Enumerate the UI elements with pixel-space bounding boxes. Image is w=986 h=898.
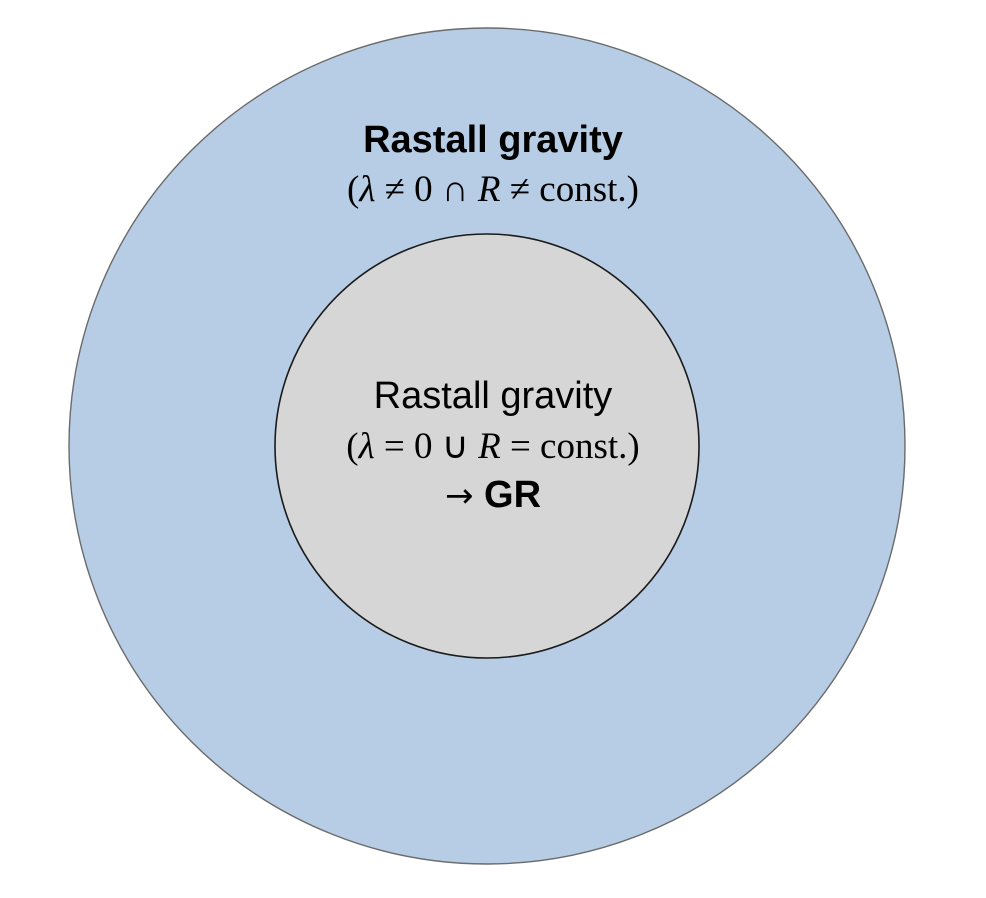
- outer-condition-op1: ≠ 0 ∩: [375, 169, 478, 210]
- outer-region-condition: (λ ≠ 0 ∩ R ≠ const.): [0, 168, 986, 211]
- inner-region-title: Rastall gravity: [373, 375, 613, 417]
- gr-label: GR: [484, 474, 542, 516]
- inner-condition-lambda: λ: [358, 426, 375, 467]
- inner-condition-op1: = 0 ∪: [374, 426, 479, 467]
- outer-condition-r: R: [477, 169, 501, 210]
- outer-condition-open: (: [347, 169, 360, 210]
- inner-condition-op2: = const.): [500, 426, 640, 467]
- outer-condition-op2: ≠ const.): [500, 169, 639, 210]
- inner-region-condition: (λ = 0 ∪ R = const.): [0, 424, 986, 468]
- right-arrow-icon: →: [444, 476, 474, 516]
- inner-region-result: → GR: [0, 474, 986, 517]
- inner-condition-open: (: [346, 426, 359, 467]
- inner-condition-r: R: [478, 426, 501, 467]
- outer-condition-lambda: λ: [359, 169, 376, 210]
- inner-circle-rastall-gr-limit: [274, 233, 700, 659]
- outer-region-title: Rastall gravity: [363, 119, 623, 161]
